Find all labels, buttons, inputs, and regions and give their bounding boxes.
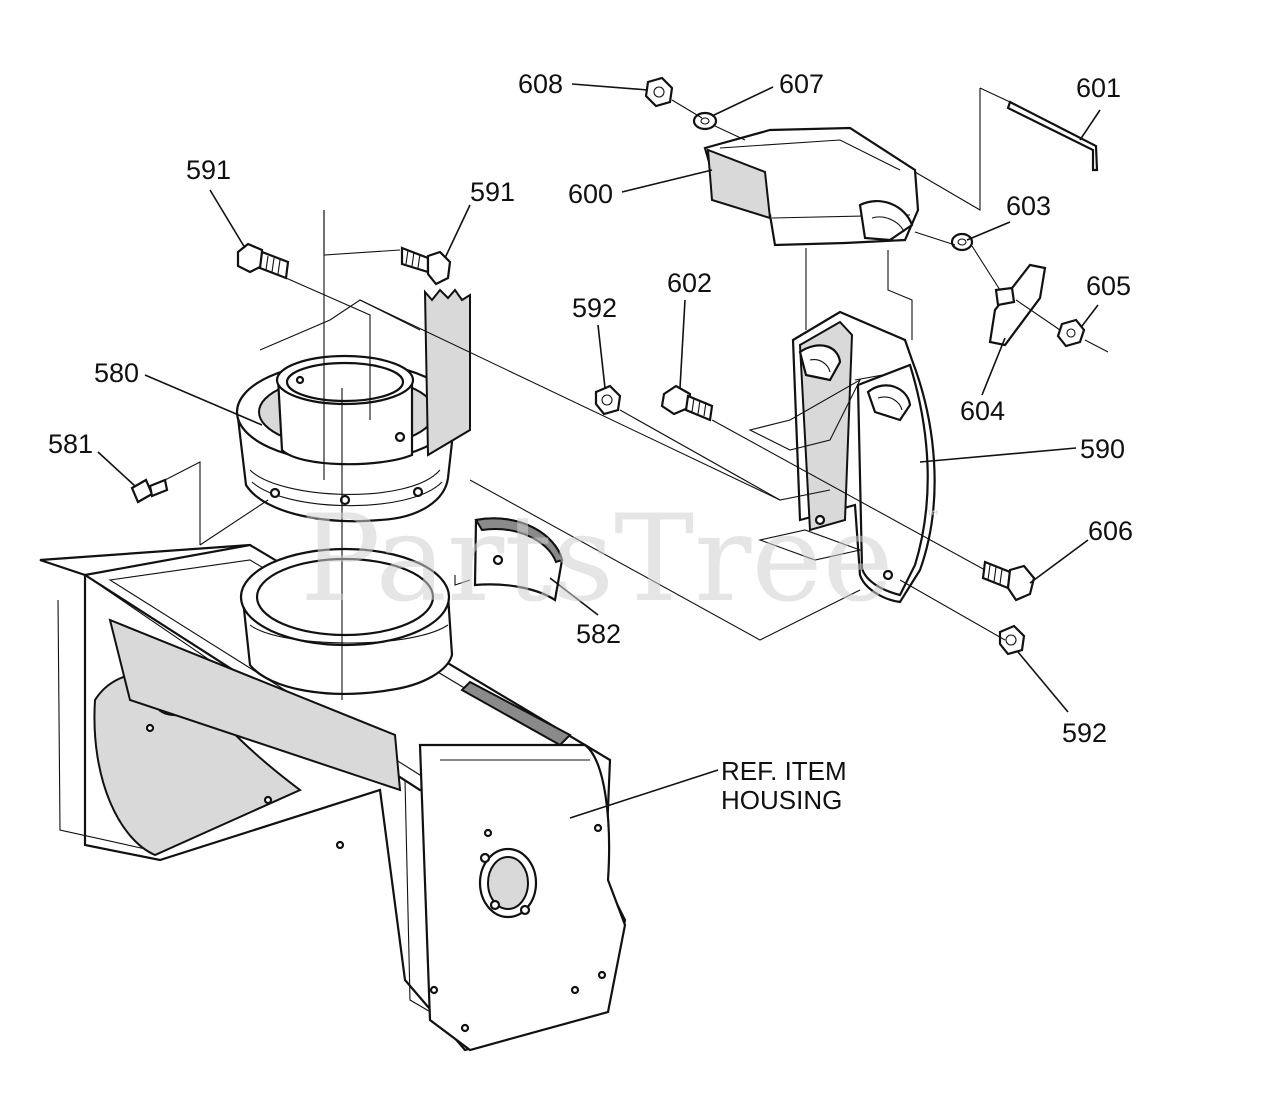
part-580-chute-ring <box>235 288 471 523</box>
callout-605: 605 <box>1086 271 1131 301</box>
part-600-deflector <box>703 126 920 247</box>
part-604-knob <box>988 263 1047 347</box>
callout-590: 590 <box>1080 434 1125 464</box>
part-590-chute <box>791 310 936 604</box>
callout-581: 581 <box>48 429 93 459</box>
housing <box>39 543 627 1052</box>
callout-591-left: 591 <box>186 155 231 185</box>
housing-label: HOUSING <box>721 785 842 815</box>
callout-labels: 608 607 601 591 591 600 603 592 602 605 … <box>48 69 1133 815</box>
part-582-bracket <box>473 517 564 602</box>
trademark-symbol: ™ <box>925 507 941 526</box>
callout-603: 603 <box>1006 191 1051 221</box>
callout-591-right: 591 <box>470 177 515 207</box>
callout-604: 604 <box>960 396 1005 426</box>
callout-592-upper: 592 <box>572 293 617 323</box>
callout-592-lower: 592 <box>1062 718 1107 748</box>
callout-608: 608 <box>518 69 563 99</box>
callout-600: 600 <box>568 179 613 209</box>
callout-602: 602 <box>667 268 712 298</box>
watermark: PartsTree ™ <box>300 490 941 629</box>
fasteners <box>130 76 1099 656</box>
leader-lines <box>97 83 1101 819</box>
callout-601: 601 <box>1076 73 1121 103</box>
callout-580: 580 <box>94 358 139 388</box>
callout-607: 607 <box>779 69 824 99</box>
ref-item-label: REF. ITEM <box>721 756 847 786</box>
watermark-text: PartsTree <box>300 490 894 629</box>
assembly-lines <box>164 87 1109 700</box>
callout-606: 606 <box>1088 516 1133 546</box>
callout-582: 582 <box>576 619 621 649</box>
